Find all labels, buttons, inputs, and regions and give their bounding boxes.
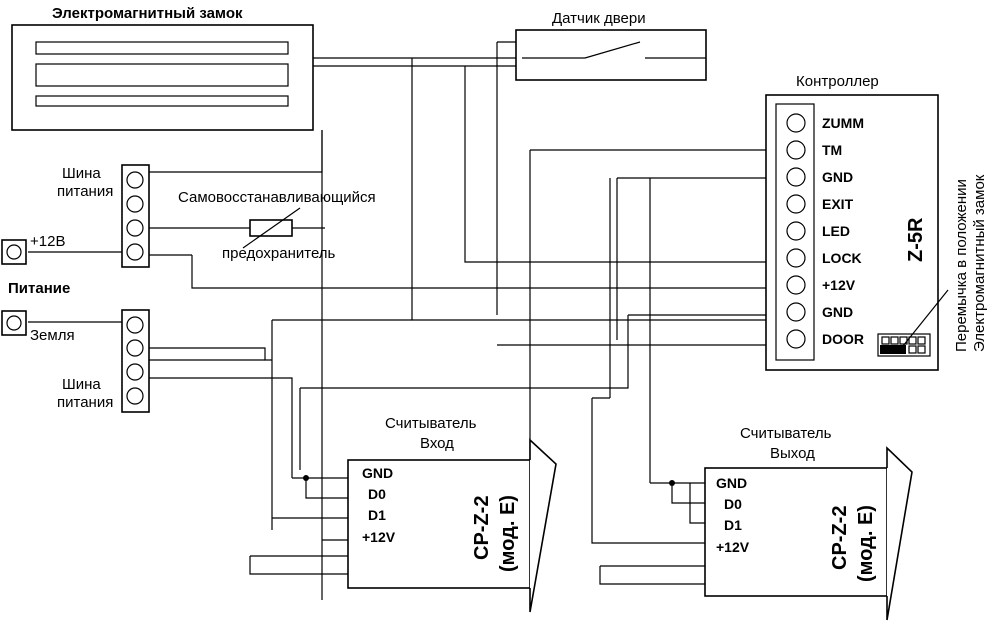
reader-in-label-2: Вход (420, 435, 454, 452)
reader-in (347, 438, 557, 613)
terminal-plus12v: +12V (822, 277, 856, 293)
ground-terminal (1, 310, 27, 336)
bus-top-label-2: питания (57, 183, 113, 200)
reader-in-label-1: Считыватель (385, 415, 477, 432)
controller-model: Z-5R (905, 217, 927, 262)
reader-in-pin-d1: D1 (368, 507, 386, 523)
reader-in-pin-gnd: GND (362, 465, 393, 481)
reader-out-pin-gnd: GND (716, 475, 747, 491)
door-sensor (515, 29, 707, 81)
bus-top-label-1: Шина (62, 165, 101, 182)
reader-in-pin-plus12v: +12V (362, 529, 396, 545)
terminal-led: LED (822, 223, 850, 239)
jumper-label-1: Перемычка в положении (953, 179, 970, 352)
reader-out-label-1: Считыватель (740, 425, 832, 442)
reader-in-pin-d0: D0 (368, 486, 386, 502)
terminal-door: DOOR (822, 331, 864, 347)
reader-out-model-2: (мод. E) (855, 505, 877, 582)
reader-out-label-2: Выход (770, 445, 815, 462)
wires (28, 41, 786, 600)
junction-dots (303, 475, 675, 486)
lock-title: Электромагнитный замок (52, 5, 243, 22)
power-bus-bottom (121, 309, 150, 413)
reader-out-pin-d1: D1 (724, 517, 742, 533)
terminal-zumm: ZUMM (822, 115, 864, 131)
terminal-tm: TM (822, 142, 842, 158)
plus12-terminal (1, 239, 27, 265)
ground-label: Земля (30, 327, 75, 344)
reader-out-pin-d0: D0 (724, 496, 742, 512)
plus12-label: +12В (30, 233, 65, 250)
bus-bottom-label-1: Шина (62, 376, 101, 393)
reader-in-model-1: CP-Z-2 (471, 496, 493, 560)
fuse-label-1: Самовосстанавливающийся (178, 189, 376, 206)
controller-label: Контроллер (796, 73, 879, 90)
fuse-label-2: предохранитель (222, 245, 336, 262)
terminal-gnd-2: GND (822, 304, 853, 320)
terminal-exit: EXIT (822, 196, 854, 212)
jumper-label-2: Электромагнитный замок (971, 174, 988, 352)
door-sensor-label: Датчик двери (552, 10, 646, 27)
reader-out-pin-plus12v: +12V (716, 539, 750, 555)
jumper-block (877, 289, 949, 357)
reader-out (704, 446, 913, 621)
reader-out-pins: GND D0 D1 +12V (716, 475, 750, 555)
reader-out-model-1: CP-Z-2 (829, 506, 851, 570)
reader-in-pins: GND D0 D1 +12V (362, 465, 396, 545)
terminal-gnd-1: GND (822, 169, 853, 185)
power-bus-top (121, 164, 150, 268)
terminal-lock: LOCK (822, 250, 862, 266)
bus-bottom-label-2: питания (57, 394, 113, 411)
electromagnetic-lock (11, 24, 314, 131)
controller-box (765, 94, 939, 371)
reader-in-model-2: (мод. E) (497, 495, 519, 572)
power-label: Питание (8, 280, 70, 297)
controller-terminal-labels: ZUMM TM GND EXIT LED LOCK +12V GND DOOR (822, 115, 864, 347)
fuse (242, 207, 301, 249)
